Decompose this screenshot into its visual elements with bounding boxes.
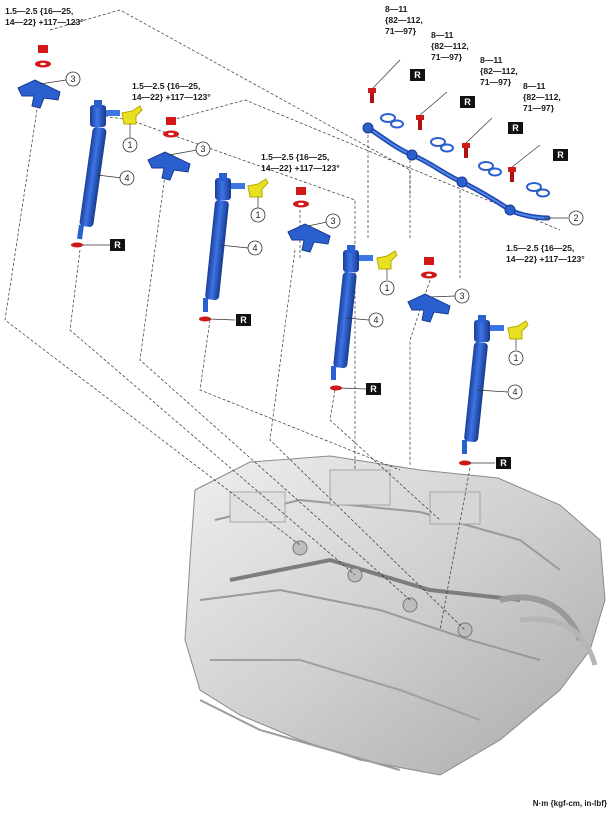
svg-text:R: R (557, 150, 564, 160)
callout-3: 3 (65, 71, 81, 87)
svg-text:4: 4 (124, 173, 129, 183)
injector-connector (121, 105, 143, 125)
rail-bolt (416, 115, 424, 130)
replace-badge: R (366, 383, 381, 395)
svg-text:1: 1 (127, 140, 132, 150)
svg-text:3: 3 (459, 291, 464, 301)
svg-text:1.5—2.5 {16—25,: 1.5—2.5 {16—25, (132, 81, 200, 91)
svg-text:R: R (464, 97, 471, 107)
svg-text:1.5—2.5 {16—25,: 1.5—2.5 {16—25, (261, 152, 329, 162)
svg-text:R: R (240, 315, 247, 325)
svg-text:3: 3 (200, 144, 205, 154)
svg-text:4: 4 (373, 315, 378, 325)
replace-badge: R (496, 457, 511, 469)
rail-bolt (508, 167, 516, 182)
torque-label-clamp: 1.5—2.5 {16—25, 14—22} +117—123° (261, 152, 340, 173)
svg-text:R: R (512, 123, 519, 133)
torque-label-clamp: 1.5—2.5 {16—25, 14—22} +117—123° (132, 81, 211, 102)
callout-4: 4 (119, 170, 135, 186)
svg-text:1: 1 (255, 210, 260, 220)
unit-note: N·m {kgf-cm, in-lbf} (533, 799, 607, 808)
svg-text:8—11: 8—11 (480, 55, 503, 65)
svg-text:{82—112,: {82—112, (480, 66, 518, 76)
svg-text:71—97}: 71—97} (480, 77, 512, 87)
replace-badge: R (553, 149, 568, 161)
svg-text:14—22} +117—123°: 14—22} +117—123° (261, 163, 340, 173)
callout-4: 4 (507, 384, 523, 400)
svg-text:{82—112,: {82—112, (523, 92, 561, 102)
clamp-bolt (38, 45, 48, 53)
svg-text:14—22} +117—123°: 14—22} +117—123° (506, 254, 585, 264)
engine-cylinder-head (184, 455, 606, 776)
svg-text:1.5—2.5 {16—25,: 1.5—2.5 {16—25, (5, 6, 73, 16)
svg-text:71—97}: 71—97} (431, 52, 463, 62)
svg-text:R: R (414, 70, 421, 80)
rail-bolt (462, 143, 470, 158)
callout-2: 2 (568, 210, 584, 226)
injector-set-2 (147, 117, 269, 322)
svg-text:14—22} +117—123°: 14—22} +117—123° (5, 17, 84, 27)
torque-label-rail-bolt: 8—11 {82—112, 71—97} (480, 55, 518, 87)
svg-text:{82—112,: {82—112, (431, 41, 469, 51)
svg-text:4: 4 (512, 387, 517, 397)
replace-badge: R (460, 96, 475, 108)
svg-text:4: 4 (252, 243, 257, 253)
part-callouts: 3 1 4 3 1 4 3 1 4 3 1 4 2 (65, 71, 584, 400)
svg-text:3: 3 (70, 74, 75, 84)
callout-1: 1 (122, 137, 138, 153)
callout-1: 1 (508, 350, 524, 366)
rail-bolts (368, 59, 541, 182)
torque-label-rail-bolt: 8—11 {82—112, 71—97} (385, 4, 423, 36)
callout-3: 3 (454, 288, 470, 304)
torque-label-clamp: 1.5—2.5 {16—25, 14—22} +117—123° (506, 243, 585, 264)
svg-text:1: 1 (384, 283, 389, 293)
torque-label-rail-bolt: 8—11 {82—112, 71—97} (431, 30, 469, 62)
svg-text:{82—112,: {82—112, (385, 15, 423, 25)
torque-labels-injector: 1.5—2.5 {16—25, 14—22} +117—123° 1.5—2.5… (5, 6, 585, 264)
svg-text:R: R (370, 384, 377, 394)
rail-bolt (368, 88, 376, 103)
svg-text:1.5—2.5 {16—25,: 1.5—2.5 {16—25, (506, 243, 574, 253)
replace-badge: R (110, 239, 125, 251)
svg-text:3: 3 (330, 216, 335, 226)
svg-text:14—22} +117—123°: 14—22} +117—123° (132, 92, 211, 102)
callout-4: 4 (368, 312, 384, 328)
injector-set-4 (407, 257, 529, 466)
replace-badge: R (508, 122, 523, 134)
svg-text:8—11: 8—11 (385, 4, 408, 14)
leader-lines (39, 79, 568, 464)
callout-3: 3 (195, 141, 211, 157)
svg-text:R: R (114, 240, 121, 250)
torque-label-rail-bolt: 8—11 {82—112, 71—97} (523, 81, 561, 113)
callout-1: 1 (379, 280, 395, 296)
svg-text:8—11: 8—11 (431, 30, 454, 40)
injector (77, 100, 120, 240)
injector-clamp (17, 79, 61, 109)
torque-labels-rail: 8—11 {82—112, 71—97} 8—11 {82—112, 71—97… (385, 4, 561, 113)
replace-badge: R (236, 314, 251, 326)
svg-text:2: 2 (573, 213, 578, 223)
callout-3: 3 (325, 213, 341, 229)
injector-set-3 (287, 187, 398, 391)
fuel-pipe-assembly (362, 113, 551, 221)
svg-text:R: R (500, 458, 507, 468)
injector-set-1 (17, 45, 143, 248)
svg-text:8—11: 8—11 (523, 81, 546, 91)
svg-text:71—97}: 71—97} (385, 26, 417, 36)
callout-4: 4 (247, 240, 263, 256)
injector-seal (71, 242, 83, 248)
svg-text:1: 1 (513, 353, 518, 363)
replace-badge: R (410, 69, 425, 81)
replace-badges: R R R R R R R R (110, 69, 568, 469)
callout-1: 1 (250, 207, 266, 223)
svg-text:71—97}: 71—97} (523, 103, 555, 113)
torque-label-clamp: 1.5—2.5 {16—25, 14—22} +117—123° (5, 6, 84, 27)
